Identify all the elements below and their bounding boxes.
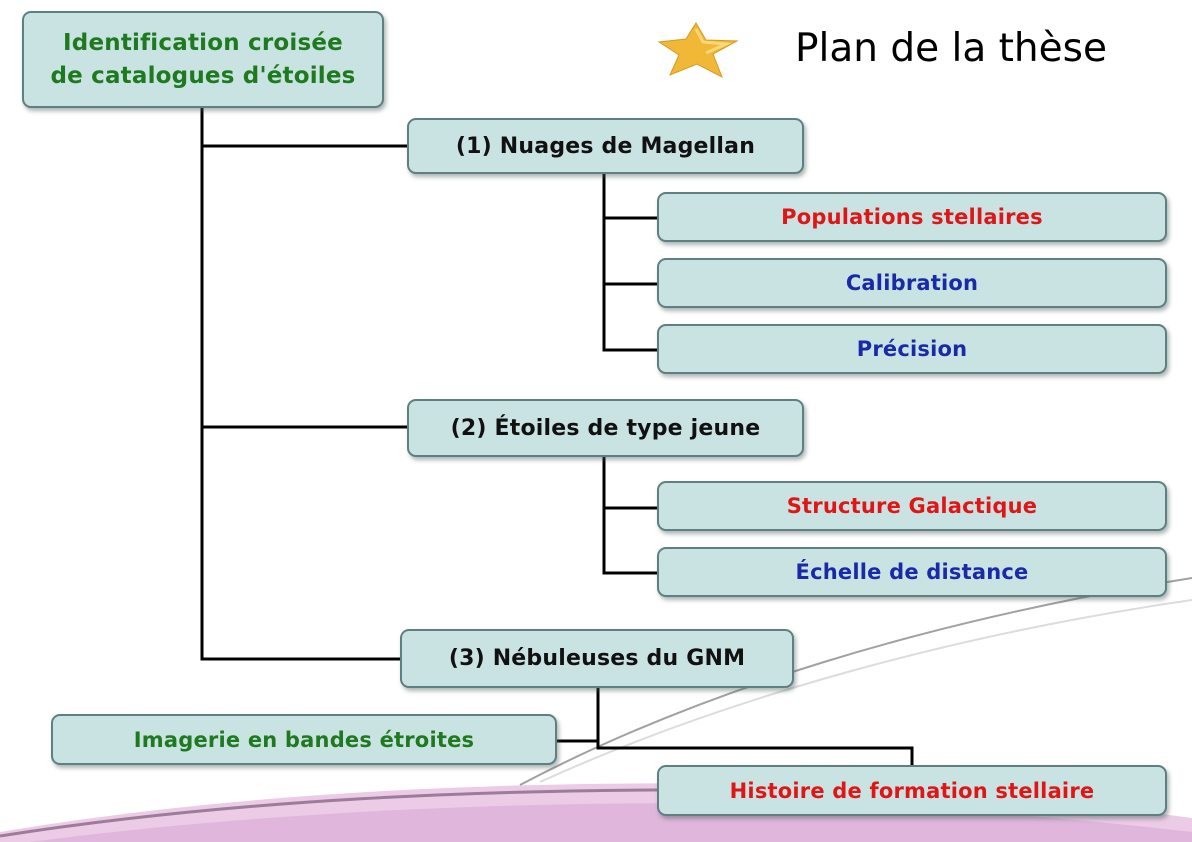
root-line-1: Identification croisée xyxy=(63,29,343,56)
child-precision: Précision xyxy=(657,324,1167,374)
root-node: Identification croisée de catalogues d'é… xyxy=(22,11,384,108)
child-echelle-de-distance: Échelle de distance xyxy=(657,547,1167,597)
page-title: Plan de la thèse xyxy=(795,26,1107,71)
star-icon xyxy=(657,22,739,79)
child-structure-galactique: Structure Galactique xyxy=(657,481,1167,531)
child-calibration: Calibration xyxy=(657,258,1167,308)
section-2-node: (2) Étoiles de type jeune xyxy=(407,399,804,457)
child-populations-stellaires: Populations stellaires xyxy=(657,192,1167,242)
child-imagerie-bandes-etroites: Imagerie en bandes étroites xyxy=(51,714,557,765)
child-histoire-formation-stellaire: Histoire de formation stellaire xyxy=(657,765,1167,816)
root-line-2: de catalogues d'étoiles xyxy=(50,62,356,89)
section-1-node: (1) Nuages de Magellan xyxy=(407,118,804,174)
section-3-node: (3) Nébuleuses du GNM xyxy=(400,629,794,688)
